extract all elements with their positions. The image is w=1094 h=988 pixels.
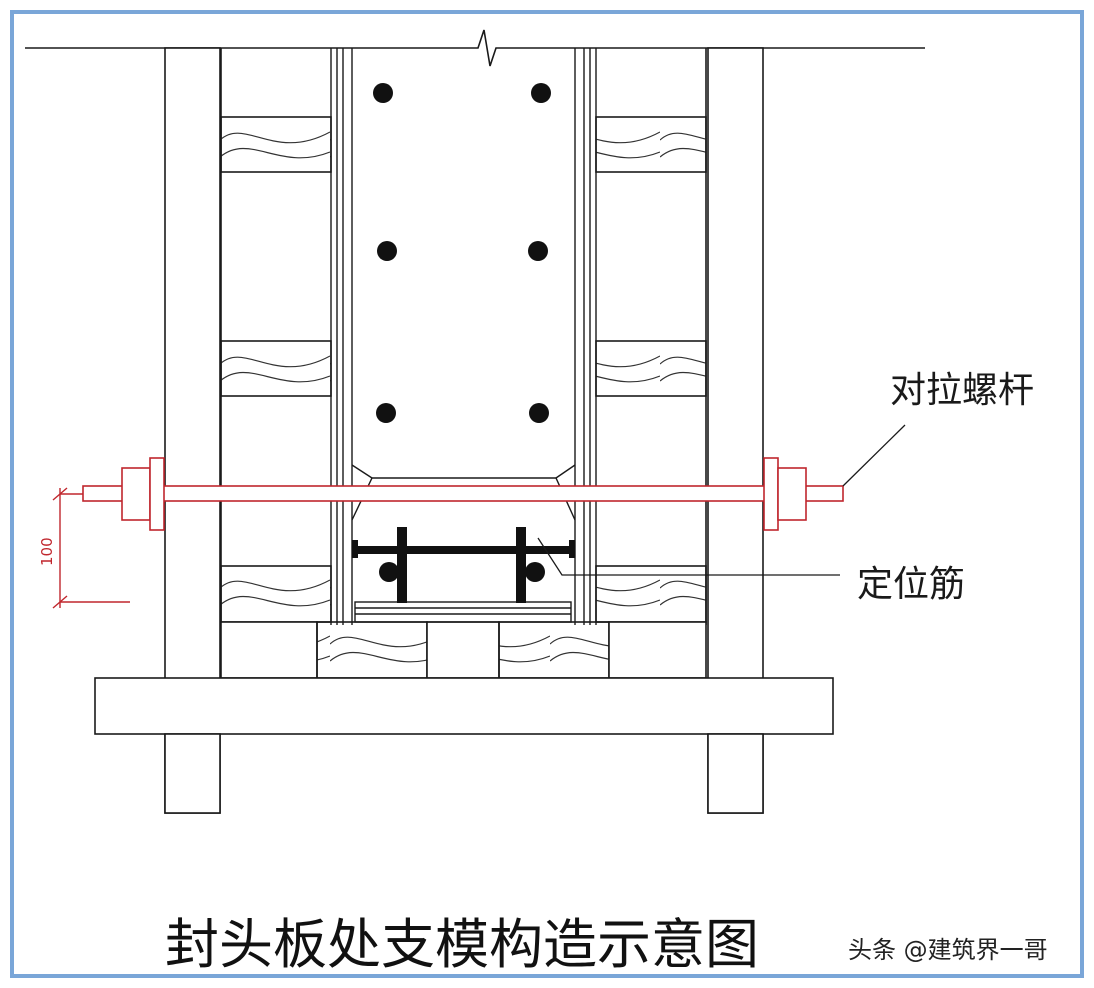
dimension-value: 100 bbox=[38, 537, 56, 566]
post-legs bbox=[164, 733, 764, 814]
platform-beam bbox=[94, 677, 834, 735]
tie-rod bbox=[82, 457, 844, 531]
side-formwork-right bbox=[574, 48, 597, 625]
nut-right-outer bbox=[777, 467, 807, 521]
nut-right-inner bbox=[763, 457, 779, 531]
nut-left-outer bbox=[121, 467, 151, 521]
slab-top-line bbox=[25, 29, 925, 67]
side-formwork-left bbox=[330, 48, 353, 625]
timber-blocks-right bbox=[595, 116, 707, 623]
nut-left-inner bbox=[149, 457, 165, 531]
rebar-dots bbox=[373, 83, 551, 582]
tie-rod-label: 对拉螺杆 bbox=[890, 370, 1034, 411]
frame-border bbox=[10, 10, 1084, 978]
timber-blocks-left bbox=[220, 116, 332, 623]
leader-lines bbox=[537, 424, 906, 576]
positioning-bar-label: 定位筋 bbox=[857, 564, 965, 605]
tie-rod-bar bbox=[82, 485, 844, 502]
bottom-beams bbox=[220, 621, 707, 679]
bottom-form-plate bbox=[354, 601, 572, 623]
watermark: 头条 @建筑界一哥 bbox=[848, 936, 1048, 964]
positioning-rebar bbox=[352, 527, 575, 603]
diagram-title: 封头板处支模构造示意图 bbox=[165, 913, 759, 976]
dimension-marker bbox=[52, 487, 130, 609]
